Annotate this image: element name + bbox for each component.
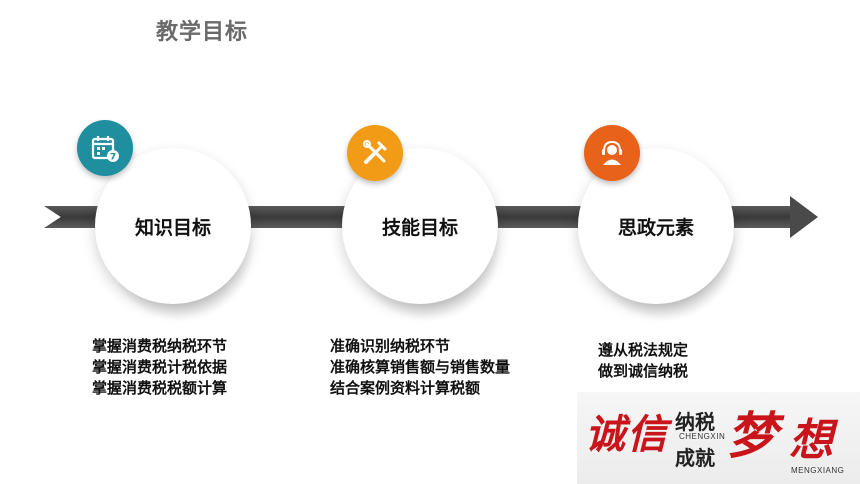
knowledge-goals-list: 掌握消费税纳税环节 掌握消费税计税依据 掌握消费税税额计算 [92, 336, 227, 399]
node-skill-goals: 技能目标 [342, 148, 498, 304]
tools-icon [347, 125, 403, 181]
node-label: 思政元素 [617, 216, 694, 239]
slogan-char: 梦 [727, 406, 777, 465]
list-item: 掌握消费税纳税环节 [92, 337, 228, 355]
slogan-char: 诚 [585, 411, 625, 458]
ideological-elements-list: 遵从税法规定 做到诚信纳税 [598, 340, 688, 382]
list-item: 准确识别纳税环节 [330, 337, 451, 355]
node-label: 知识目标 [134, 216, 211, 239]
slogan-middle-top: 纳税 [675, 410, 715, 434]
slogan-pinyin-2: MENGXIANG [791, 466, 845, 475]
list-item: 掌握消费税计税依据 [92, 358, 228, 376]
slogan-char: 想 [789, 415, 833, 466]
slogan-logo: 诚 信 纳税 CHENGXIN 成就 梦 想 MENGXIANG [577, 392, 860, 484]
timeline-arrow-head [790, 196, 818, 238]
slogan-char: 信 [627, 411, 667, 458]
list-item: 准确核算销售额与销售数量 [330, 358, 511, 376]
svg-text:7: 7 [110, 153, 116, 163]
slogan-pinyin-1: CHENGXIN [679, 432, 726, 441]
list-item: 遵从税法规定 [598, 341, 689, 359]
headset-icon [584, 125, 640, 181]
node-knowledge-goals: 知识目标 [95, 148, 251, 304]
calendar-icon: 7 [77, 120, 133, 176]
skill-goals-list: 准确识别纳税环节 准确核算销售额与销售数量 结合案例资料计算税额 [330, 336, 510, 399]
list-item: 结合案例资料计算税额 [330, 379, 481, 397]
list-item: 掌握消费税税额计算 [92, 379, 228, 397]
list-item: 做到诚信纳税 [598, 362, 689, 380]
node-label: 技能目标 [381, 216, 458, 239]
page-title: 教学目标 [156, 20, 249, 45]
slogan-middle-bottom: 成就 [675, 446, 715, 470]
